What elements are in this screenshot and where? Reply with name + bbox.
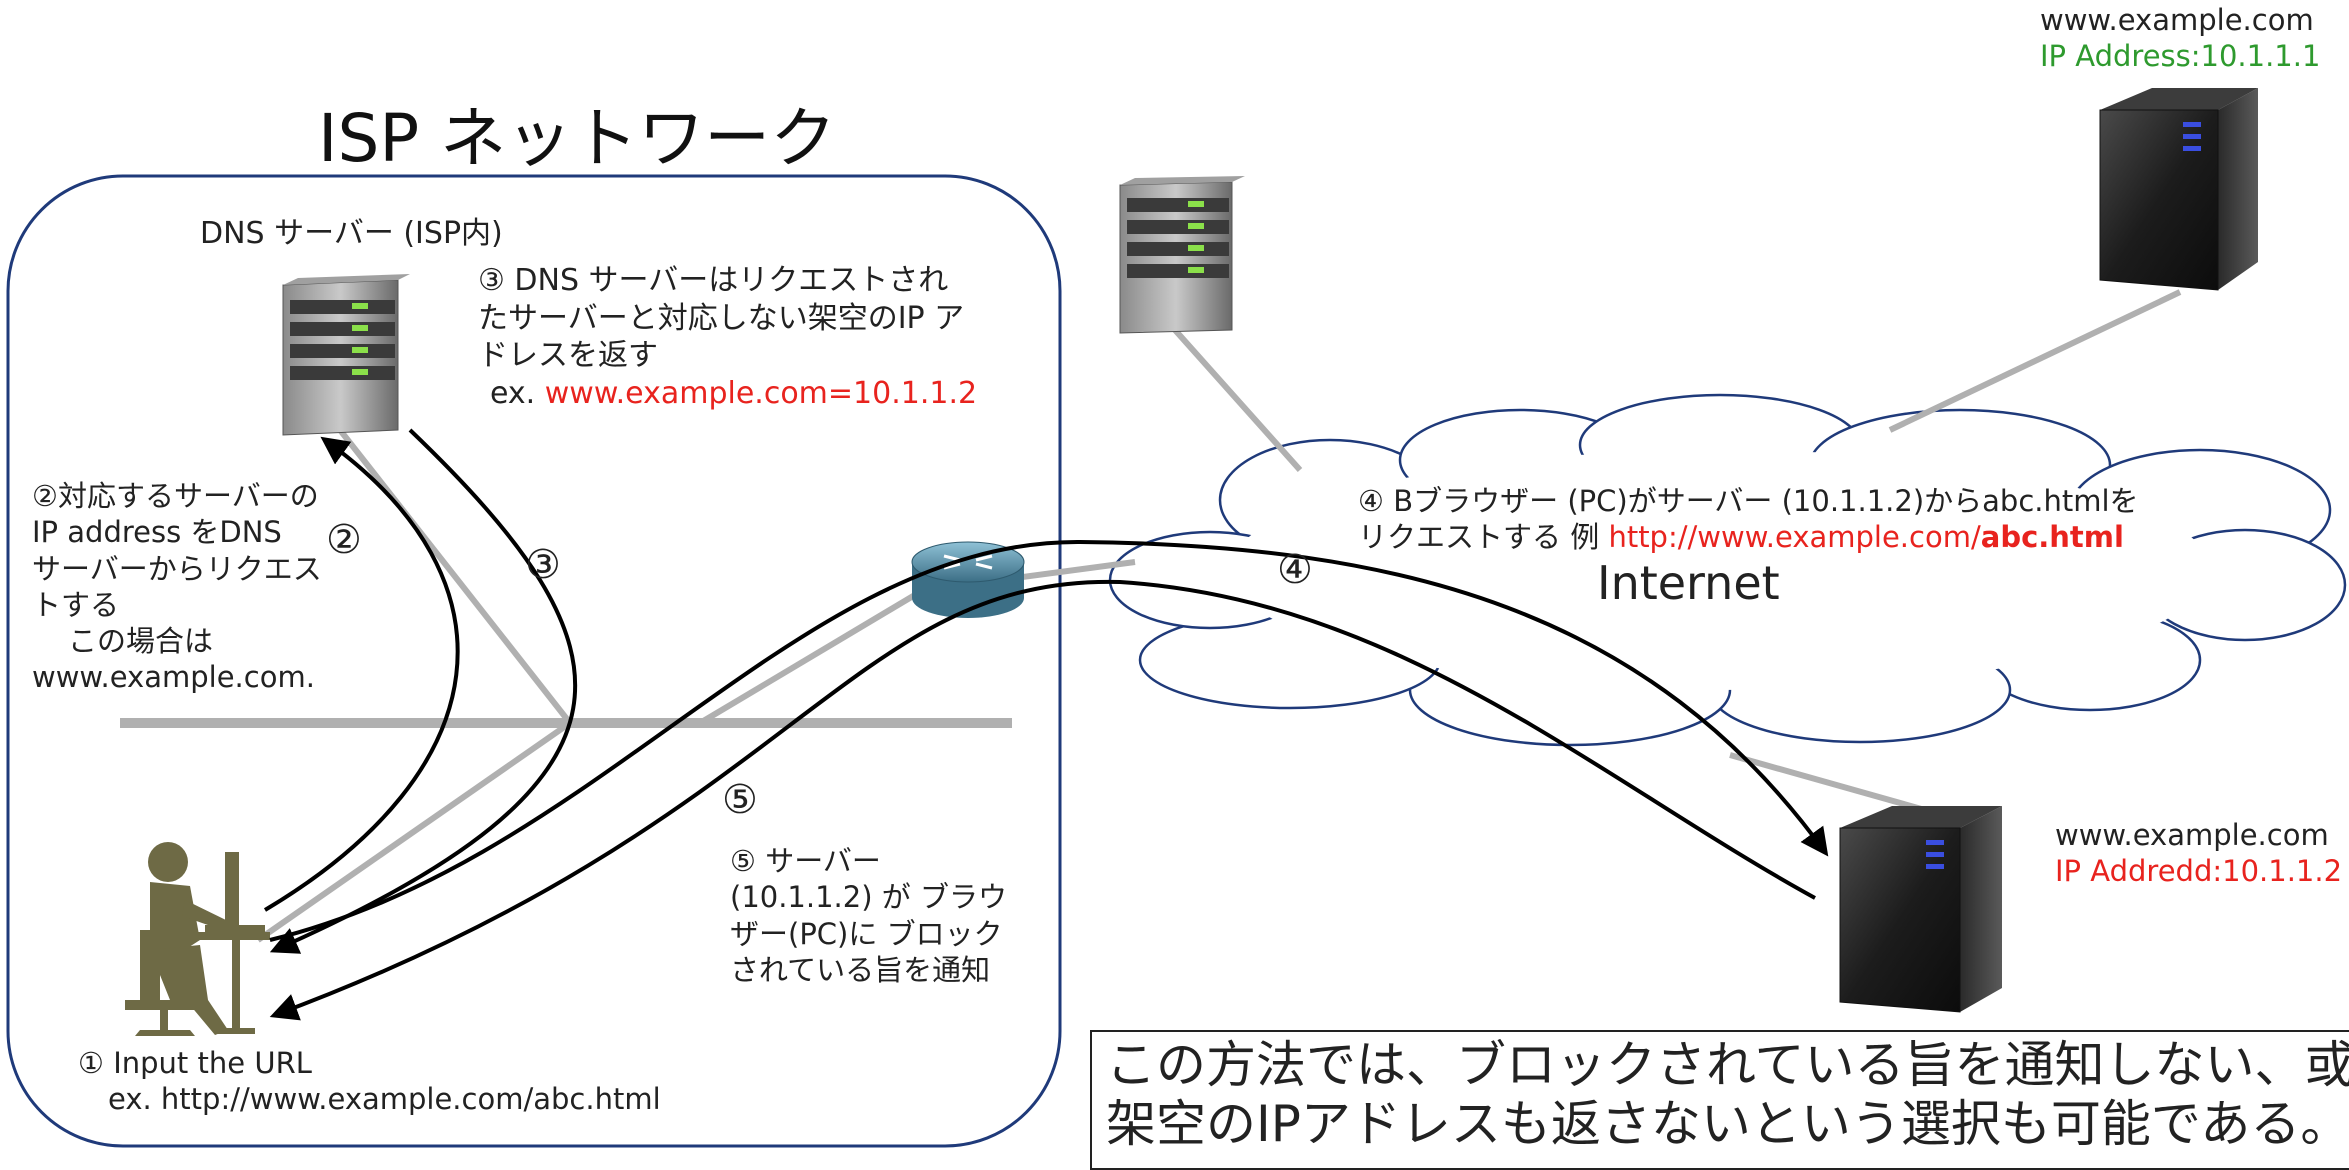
step4-line-2-prefix: リクエストする 例	[1358, 520, 1609, 555]
note-line-2: 架空のIPアドレスも返さないという選択も可能である。	[1106, 1095, 2349, 1153]
step3-example-prefix: ex.	[490, 375, 545, 411]
step2-line-6: www.example.com.	[32, 660, 315, 695]
dns-server-label: DNS サーバー (ISP内)	[200, 216, 503, 251]
arrow-step5	[269, 579, 1816, 1021]
step2-line-5: この場合は	[68, 624, 214, 658]
step4-url: http://www.example.com/	[1608, 520, 1981, 555]
step4-file: abc.html	[1980, 520, 2124, 555]
step3-example-value: www.example.com=10.1.1.2	[544, 375, 978, 411]
internet-label: Internet	[1597, 556, 1780, 610]
step2-line-3: サーバーからリクエス	[32, 551, 322, 586]
user-at-pc-icon	[125, 842, 270, 1036]
router-icon	[911, 541, 1025, 618]
arrow-step3	[269, 428, 577, 954]
internet-server-icon	[1119, 176, 1245, 334]
fake-web-server-icon	[1839, 806, 2002, 1013]
step2-line-1: ②対応するサーバーの	[32, 479, 319, 513]
step4-description: ④ Bブラウザー (PC)がサーバー (10.1.1.2)からabc.htmlを…	[1358, 483, 2139, 556]
step4-line-1: ④ Bブラウザー (PC)がサーバー (10.1.1.2)からabc.htmlを	[1358, 484, 2139, 518]
step3-marker: ③	[525, 542, 561, 588]
step4-marker: ④	[1277, 547, 1313, 593]
step3-example: ex. www.example.com=10.1.1.2	[490, 375, 977, 413]
real-web-server-icon	[2099, 88, 2258, 291]
arrow-step4	[269, 539, 1829, 942]
note-line-1: この方法では、ブロックされている旨を通知しない、或い	[1106, 1036, 2349, 1094]
arrow-step2	[263, 436, 460, 912]
step3-line-2: たサーバーと対応しない架空のIP ア	[478, 300, 965, 336]
step1-line-1: ① Input the URL	[78, 1046, 312, 1080]
step1-description: ① Input the URL ex. http://www.example.c…	[78, 1045, 661, 1118]
step5-marker: ⑤	[722, 777, 758, 823]
step1-line-2: ex. http://www.example.com/abc.html	[108, 1082, 661, 1117]
step3-description: ③ DNS サーバーはリクエストされ たサーバーと対応しない架空のIP ア ドレ…	[478, 262, 977, 412]
step5-line-1: ⑤ サーバー	[730, 844, 881, 878]
step5-line-2: (10.1.1.2) が ブラウ	[730, 880, 1007, 915]
internet-cloud-icon	[1108, 393, 2347, 747]
isp-network-title: ISP ネットワーク	[318, 100, 837, 177]
step2-description: ②対応するサーバーの IP address をDNS サーバーからリクエス トす…	[32, 478, 322, 696]
fake-server-ip: IP Addredd:10.1.1.2	[2055, 854, 2343, 889]
note-box: この方法では、ブロックされている旨を通知しない、或い 架空のIPアドレスも返さな…	[1090, 1030, 2349, 1170]
network-links	[120, 289, 2182, 943]
step4-line-2: リクエストする 例 http://www.example.com/abc.htm…	[1358, 519, 2139, 555]
flow-arrows	[263, 428, 1829, 1021]
step2-line-4: トする	[32, 587, 120, 622]
step5-line-4: されている旨を通知	[730, 952, 991, 987]
step3-line-3: ドレスを返す	[478, 338, 658, 373]
step5-description: ⑤ サーバー (10.1.1.2) が ブラウ ザー(PC)に ブロック されて…	[730, 843, 1007, 988]
real-server-host: www.example.com	[2040, 3, 2314, 37]
step3-line-1: ③ DNS サーバーはリクエストされ	[478, 263, 949, 298]
step2-line-2: IP address をDNS	[32, 515, 282, 550]
step2-marker: ②	[326, 517, 362, 563]
fake-server-label: www.example.com IP Addredd:10.1.1.2	[2055, 817, 2342, 890]
real-server-ip: IP Address:10.1.1.1	[2040, 39, 2321, 74]
dns-server-icon	[282, 274, 410, 436]
step5-line-3: ザー(PC)に ブロック	[730, 916, 1003, 951]
isp-network-boundary	[6, 174, 1062, 1148]
fake-server-host: www.example.com	[2055, 818, 2329, 852]
real-server-label: www.example.com IP Address:10.1.1.1	[2040, 2, 2320, 75]
